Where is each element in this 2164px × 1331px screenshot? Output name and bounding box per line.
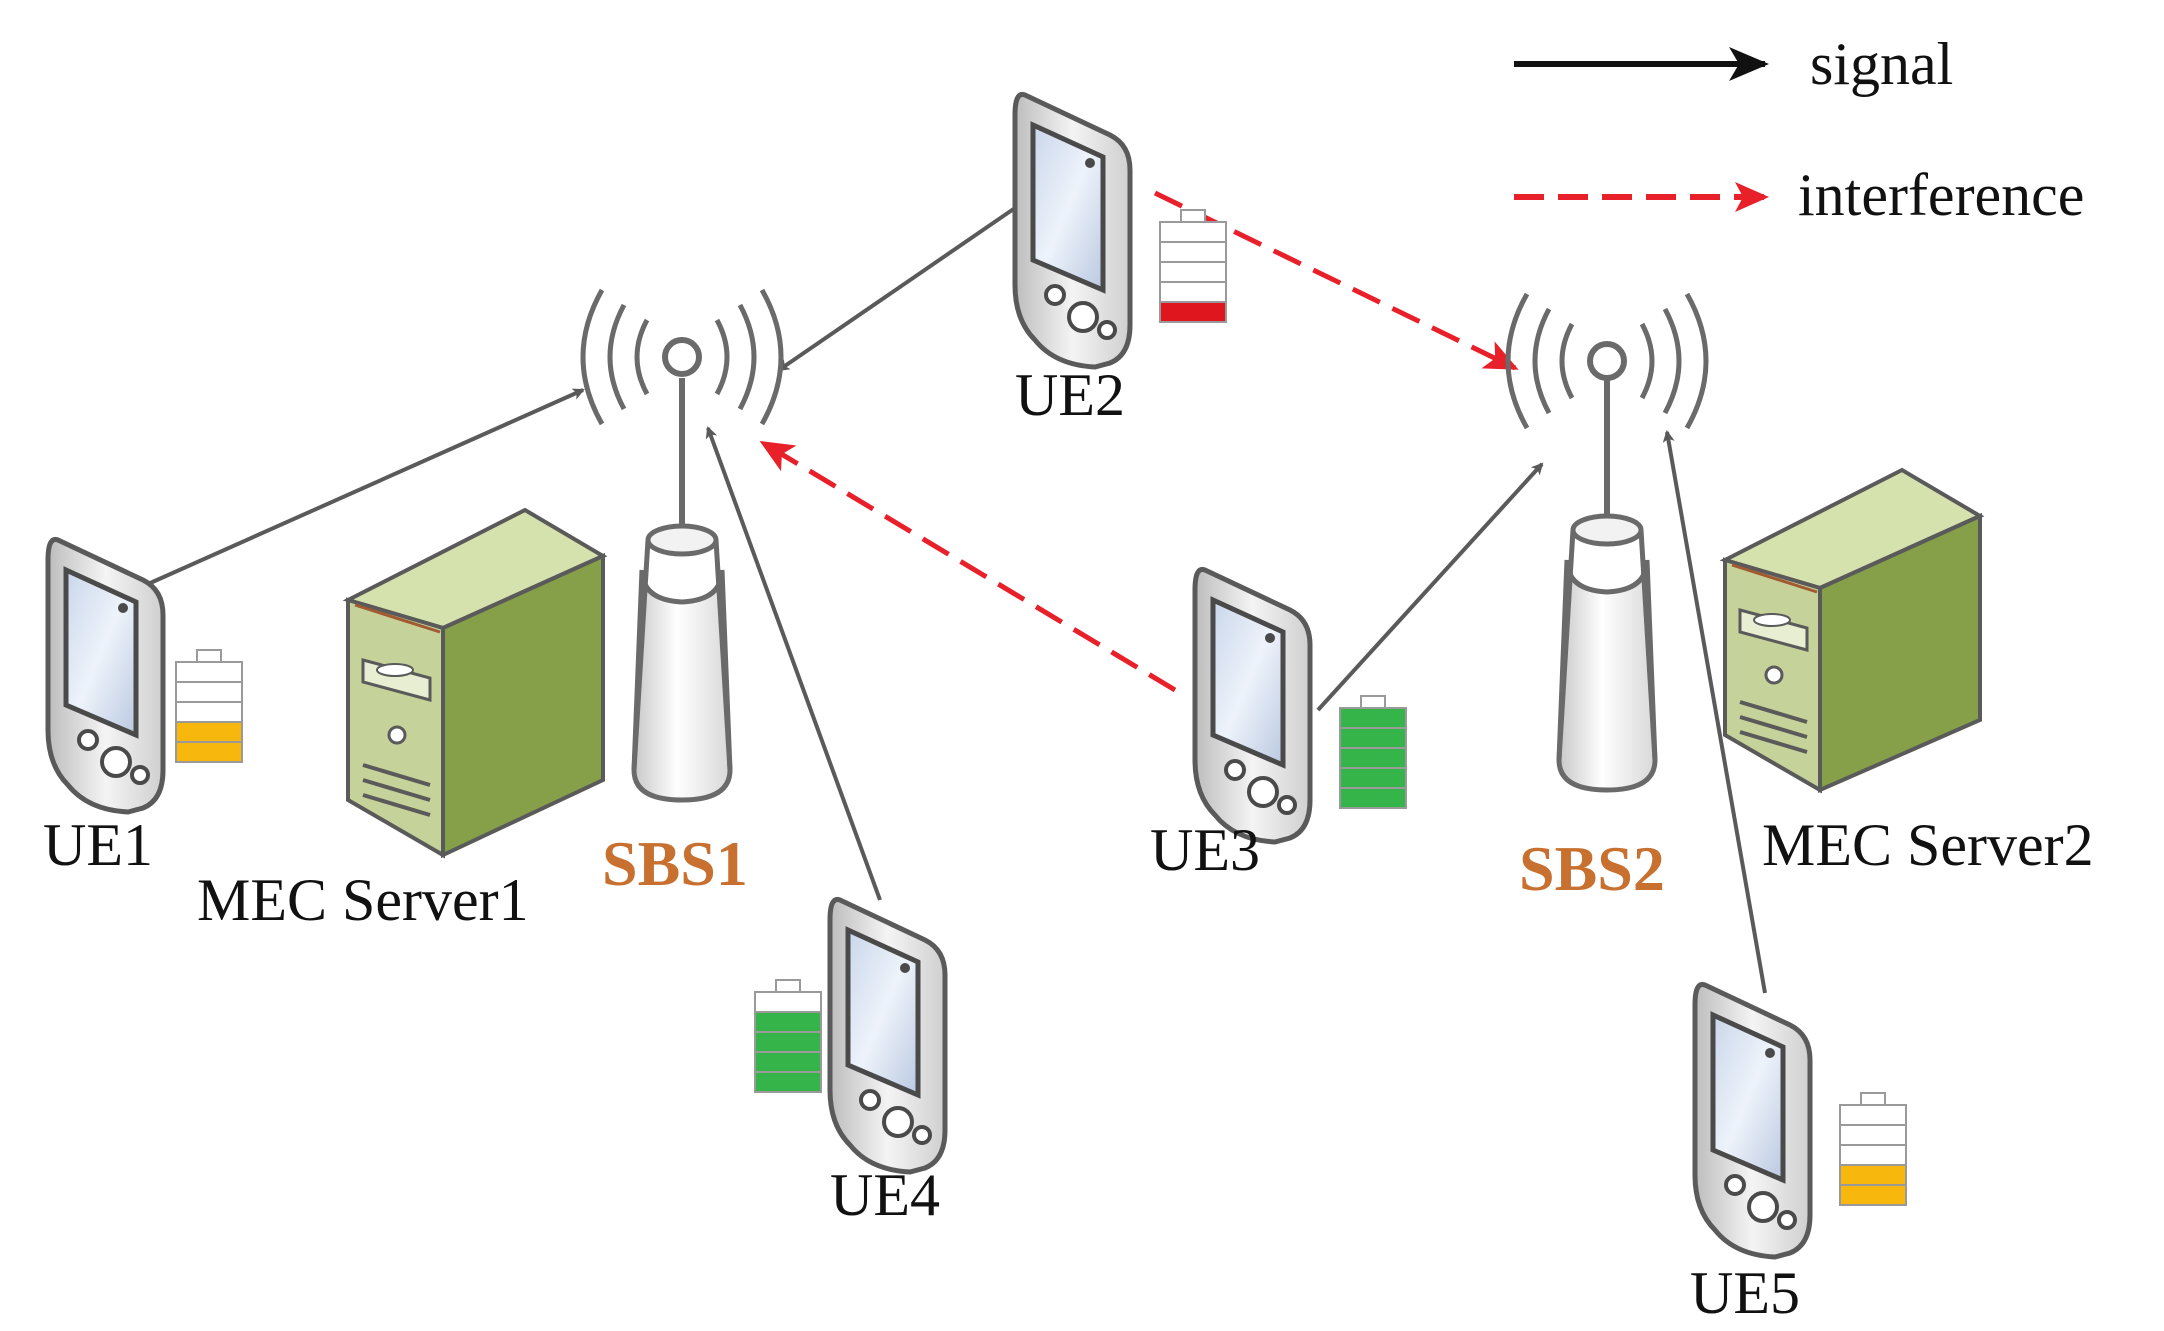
ue4: UE4 (754, 896, 948, 1228)
phone-icon (45, 536, 166, 815)
battery-segment (1839, 1124, 1907, 1146)
signal-ue2-sbs1 (777, 206, 1017, 372)
battery-indicator (1159, 209, 1227, 323)
signal-links (147, 206, 1767, 994)
ue4-label: UE4 (830, 1162, 940, 1228)
server2: MEC Server2 (1719, 467, 1985, 794)
interference-ue3-sbs1 (759, 440, 1177, 693)
ue2-label: UE2 (1015, 362, 1125, 428)
battery-segment (175, 681, 243, 703)
battery-segment (1339, 787, 1407, 809)
phone-icon (1012, 91, 1133, 370)
battery-segment (754, 1051, 822, 1073)
battery-segment (754, 1031, 822, 1053)
battery-segment (1339, 747, 1407, 769)
sbs1-label: SBS1 (602, 828, 748, 899)
battery-indicator (1339, 695, 1407, 809)
battery-segment (1159, 261, 1227, 283)
server1-label: MEC Server1 (197, 867, 529, 933)
server2-label: MEC Server2 (1762, 812, 2094, 878)
battery-terminal (775, 979, 801, 993)
battery-segment (1839, 1164, 1907, 1186)
battery-segment (754, 1071, 822, 1093)
ue2: UE2 (1012, 91, 1227, 428)
battery-segment (1159, 241, 1227, 263)
signal-ue3-sbs2 (1316, 462, 1544, 712)
sbs2: SBS2 (1505, 292, 1709, 904)
signal-ue5-sbs2 (1662, 430, 1767, 994)
battery-segment (175, 701, 243, 723)
sbs1: SBS1 (580, 288, 784, 899)
signal-ue1-sbs1 (147, 388, 585, 586)
legend-signal-label: signal (1810, 31, 1953, 97)
legend: signal interference (1514, 31, 2084, 228)
server-icon (1719, 467, 1985, 794)
ue3: UE3 (1150, 566, 1407, 883)
phone-icon (827, 896, 948, 1175)
battery-segment (754, 1011, 822, 1033)
battery-segment (175, 661, 243, 683)
server-icon (342, 507, 608, 859)
battery-segment (1339, 767, 1407, 789)
battery-segment (1159, 281, 1227, 303)
server1: MEC Server1 (197, 507, 608, 933)
ue5: UE5 (1690, 981, 1907, 1326)
battery-segment (1339, 707, 1407, 729)
battery-terminal (1860, 1092, 1886, 1106)
battery-segment (1839, 1184, 1907, 1206)
battery-segment (175, 741, 243, 763)
battery-segment (754, 991, 822, 1013)
battery-segment (1159, 301, 1227, 323)
antenna-icon (580, 288, 784, 803)
battery-terminal (196, 649, 222, 663)
battery-segment (175, 721, 243, 743)
signal-ue4-sbs1 (705, 426, 882, 901)
battery-indicator (1839, 1092, 1907, 1206)
battery-indicator (175, 649, 243, 763)
sbs2-label: SBS2 (1519, 833, 1665, 904)
battery-segment (1839, 1104, 1907, 1126)
battery-terminal (1360, 695, 1386, 709)
battery-segment (1159, 221, 1227, 243)
phone-icon (1692, 981, 1813, 1260)
antenna-icon (1505, 292, 1709, 793)
ue1-label: UE1 (43, 812, 153, 878)
phone-icon (1192, 566, 1313, 845)
battery-segment (1339, 727, 1407, 749)
ue1: UE1 (43, 536, 243, 878)
battery-segment (1839, 1144, 1907, 1166)
ue3-label: UE3 (1150, 817, 1260, 883)
battery-indicator (754, 979, 822, 1093)
legend-interference-label: interference (1798, 162, 2084, 228)
battery-terminal (1180, 209, 1206, 223)
ue5-label: UE5 (1690, 1260, 1800, 1326)
